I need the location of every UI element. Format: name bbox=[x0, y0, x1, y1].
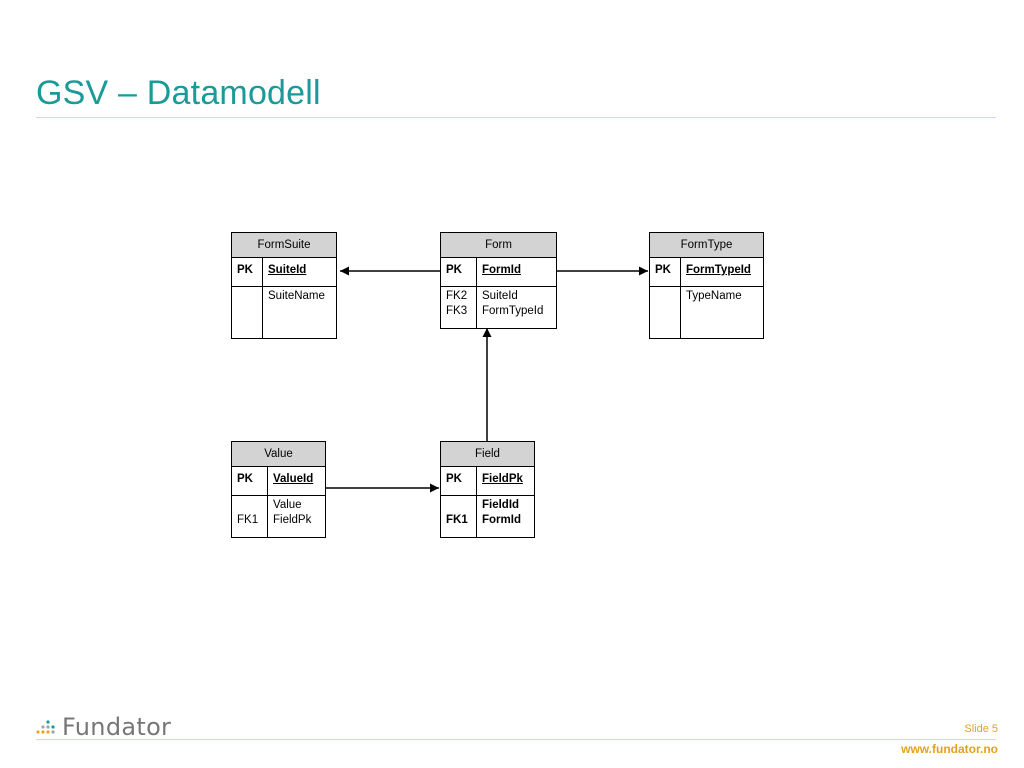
key-label bbox=[446, 498, 476, 513]
pk-field: FieldPk bbox=[482, 473, 523, 485]
slide-number: Slide 5 bbox=[964, 723, 998, 735]
attribute-field: FieldPk bbox=[273, 514, 312, 526]
entity-formtype[interactable]: FormType PK FormTypeId TypeName bbox=[649, 232, 764, 339]
entity-header: Value bbox=[232, 442, 325, 467]
fk-label: FK1 bbox=[446, 514, 468, 526]
attribute-field: Value bbox=[273, 499, 302, 511]
entity-value[interactable]: Value PK ValueId FK1 Value FieldPk bbox=[231, 441, 326, 538]
pk-label: PK bbox=[441, 467, 477, 495]
entity-formsuite[interactable]: FormSuite PK SuiteId SuiteName bbox=[231, 232, 337, 339]
fk-label: FK2 bbox=[446, 290, 468, 302]
entity-field[interactable]: Field PK FieldPk FK1 FieldId FormId bbox=[440, 441, 535, 538]
pk-field: SuiteId bbox=[268, 264, 307, 276]
pk-label: PK bbox=[232, 258, 263, 286]
footer-divider bbox=[36, 739, 996, 740]
fk-label: FK1 bbox=[237, 514, 259, 526]
attribute-field: FieldId bbox=[482, 499, 520, 511]
pk-label: PK bbox=[650, 258, 681, 286]
entity-header: FormSuite bbox=[232, 233, 336, 258]
logo-dots-icon bbox=[36, 720, 55, 734]
attribute-field: FormTypeId bbox=[482, 305, 544, 317]
key-label bbox=[655, 289, 680, 304]
attribute-field: SuiteName bbox=[268, 290, 325, 302]
entity-header: Form bbox=[441, 233, 556, 258]
pk-field: FormTypeId bbox=[686, 264, 751, 276]
slide-title: GSV – Datamodell bbox=[36, 74, 321, 112]
entity-header: FormType bbox=[650, 233, 763, 258]
fk-label: FK3 bbox=[446, 305, 468, 317]
pk-label: PK bbox=[441, 258, 477, 286]
title-divider bbox=[36, 117, 996, 118]
attribute-field: TypeName bbox=[686, 290, 742, 302]
website-link[interactable]: www.fundator.no bbox=[901, 742, 998, 756]
key-label bbox=[237, 289, 262, 304]
entity-header: Field bbox=[441, 442, 534, 467]
pk-label: PK bbox=[232, 467, 268, 495]
key-label bbox=[237, 498, 267, 513]
entity-form[interactable]: Form PK FormId FK2 FK3 SuiteId FormTypeI… bbox=[440, 232, 557, 329]
pk-field: FormId bbox=[482, 264, 521, 276]
fundator-logo: Fundator bbox=[36, 712, 171, 742]
attribute-field: FormId bbox=[482, 514, 521, 526]
logo-wordmark: Fundator bbox=[62, 713, 172, 741]
pk-field: ValueId bbox=[273, 473, 314, 485]
attribute-field: SuiteId bbox=[482, 290, 518, 302]
